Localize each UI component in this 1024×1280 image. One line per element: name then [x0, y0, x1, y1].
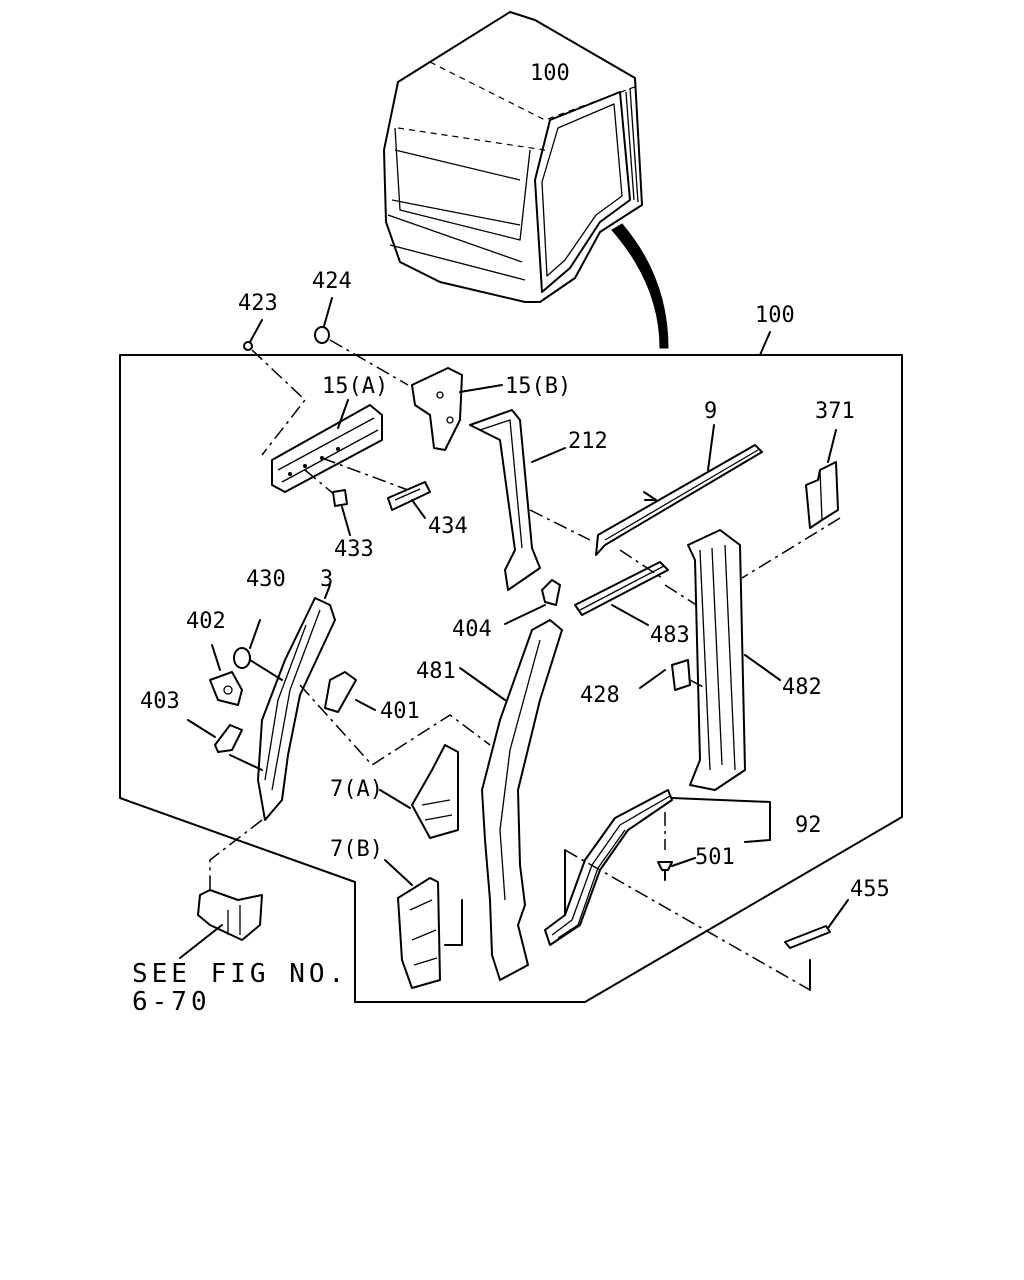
part-371-bracket: [805, 429, 839, 529]
part-482-rear-pillar: [687, 529, 781, 791]
label-483: 483: [650, 623, 690, 648]
part-404-bracket: [504, 579, 561, 625]
see-figure-note: SEE FIG NO.: [132, 959, 348, 989]
part-7b-hinge: [384, 859, 463, 989]
label-404: 404: [452, 617, 492, 642]
label-7b: 7(B): [330, 837, 383, 862]
part-7a-hinge: [379, 744, 459, 839]
label-92: 92: [795, 813, 822, 838]
part-428-plate: [639, 659, 706, 691]
part-501-screw: [657, 861, 673, 881]
part-401-plate: [324, 671, 376, 713]
assembly-frame: [119, 354, 903, 1003]
label-7a: 7(A): [330, 777, 383, 802]
part-3-pillar: [257, 584, 336, 821]
part-15b-bracket: [411, 367, 503, 451]
label-100-cab: 100: [530, 61, 570, 86]
label-15a: 15(A): [322, 374, 388, 399]
label-212: 212: [568, 429, 608, 454]
reference-part: [179, 819, 263, 959]
label-100-frame: 100: [755, 303, 795, 328]
part-455-strip: [784, 899, 849, 949]
part-212-pillar: [469, 409, 566, 591]
part-434-bracket: [387, 481, 431, 519]
label-455: 455: [850, 877, 890, 902]
detail-arrow: [611, 223, 669, 349]
label-15b: 15(B): [505, 374, 571, 399]
label-482: 482: [782, 675, 822, 700]
label-402: 402: [186, 609, 226, 634]
label-3: 3: [320, 567, 333, 592]
label-433: 433: [334, 537, 374, 562]
part-92-rocker: [544, 789, 771, 946]
label-434: 434: [428, 514, 468, 539]
label-403: 403: [140, 689, 180, 714]
part-423-clip: [243, 319, 263, 351]
label-9: 9: [704, 399, 717, 424]
label-424: 424: [312, 269, 352, 294]
label-481: 481: [416, 659, 456, 684]
part-433-nut-plate: [332, 489, 351, 536]
cab-overview: [383, 11, 643, 303]
part-424-grommet: [314, 297, 333, 344]
label-371: 371: [815, 399, 855, 424]
part-402-bracket: [209, 644, 243, 706]
label-501: 501: [695, 845, 735, 870]
part-483-rail: [574, 561, 669, 626]
label-430: 430: [246, 567, 286, 592]
label-428: 428: [580, 683, 620, 708]
see-figure-number: 6-70: [132, 987, 211, 1017]
part-15a-rail: [271, 399, 383, 493]
part-430-bolt: [233, 619, 283, 681]
label-401: 401: [380, 699, 420, 724]
part-403-clip: [187, 719, 263, 771]
label-423: 423: [238, 291, 278, 316]
part-9-roof-rail: [595, 424, 763, 556]
part-481-front-pillar: [459, 619, 563, 981]
